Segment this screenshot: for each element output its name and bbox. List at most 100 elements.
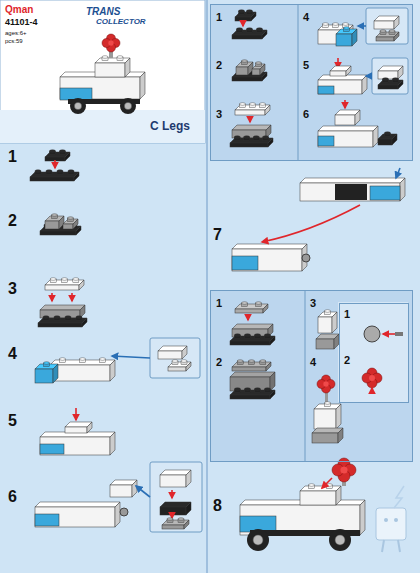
step-number: 7 <box>213 226 222 244</box>
stud-top <box>50 150 56 153</box>
stud-top <box>237 28 243 31</box>
brick <box>230 136 273 147</box>
step-number: 2 <box>8 212 17 230</box>
brick <box>35 502 120 527</box>
stud-top <box>393 78 399 81</box>
brick-side <box>336 486 341 505</box>
brick-side <box>270 372 275 391</box>
stud-top <box>265 388 271 391</box>
arrow <box>322 478 332 488</box>
brick-front <box>110 485 132 497</box>
brick <box>312 428 343 443</box>
brick-side <box>110 360 115 381</box>
brick <box>158 346 187 359</box>
stud-top <box>257 28 263 31</box>
brick-side <box>110 432 115 455</box>
brick <box>378 66 403 79</box>
brick-front <box>60 77 140 99</box>
stud-top <box>73 278 79 281</box>
inset-box <box>150 338 200 378</box>
petal-center <box>340 466 347 473</box>
brick <box>50 358 115 381</box>
stud-top <box>117 56 123 59</box>
substep-number: 4 <box>310 356 316 368</box>
stud-top <box>181 360 187 363</box>
brick-top <box>318 126 378 131</box>
stud-top <box>245 388 251 391</box>
substep-number: 2 <box>216 356 222 368</box>
brick <box>330 66 351 76</box>
brick-front <box>232 35 262 39</box>
brick-side <box>115 502 120 527</box>
stud-top <box>46 170 52 173</box>
arrow <box>344 100 346 108</box>
stud-top <box>323 23 329 26</box>
stud-top <box>43 316 49 319</box>
brick-side <box>132 480 137 497</box>
brick <box>376 30 399 41</box>
brick-side <box>398 80 403 89</box>
brick <box>252 62 265 75</box>
stud-top <box>309 484 315 487</box>
stud-top <box>383 78 389 81</box>
arrow <box>358 25 366 27</box>
stud-top <box>80 358 86 361</box>
brick-top <box>300 486 341 491</box>
blue-band <box>318 136 334 146</box>
brick <box>160 502 191 515</box>
stud-top <box>343 23 349 26</box>
brick-front <box>230 143 268 147</box>
brick-front <box>378 139 392 145</box>
brick-front <box>235 110 265 115</box>
blue-band <box>370 186 400 200</box>
substep-number: 3 <box>310 297 316 309</box>
brick-side <box>265 105 270 115</box>
petal-center <box>323 381 328 386</box>
arrow <box>136 486 150 497</box>
brick-top <box>235 304 268 309</box>
stud-top <box>325 310 331 313</box>
brick <box>45 150 70 161</box>
mascot-legs <box>382 540 400 552</box>
blue-band <box>232 256 258 270</box>
brick <box>30 170 79 181</box>
brick-side <box>186 470 191 487</box>
brick-front <box>232 249 302 271</box>
substep-number: 4 <box>303 11 309 23</box>
brick-side <box>360 500 365 535</box>
brick-side <box>53 364 58 383</box>
panel-divider <box>298 4 299 161</box>
stud-top <box>380 30 386 33</box>
stud-top <box>235 388 241 391</box>
stud-top <box>265 334 271 337</box>
stud-top <box>60 150 66 153</box>
brick-front <box>162 525 184 529</box>
brick-front <box>40 231 76 235</box>
brick <box>35 362 58 383</box>
mascot-body <box>376 508 406 540</box>
lightning <box>394 486 404 508</box>
brick-side <box>270 390 275 399</box>
brick-front <box>65 427 87 433</box>
stud-top <box>35 170 41 173</box>
brick <box>374 16 399 29</box>
brick-top <box>40 305 85 310</box>
stud-top <box>255 388 261 391</box>
hub <box>335 535 345 545</box>
brick-side <box>82 318 87 327</box>
peg <box>120 508 128 516</box>
inset-box <box>150 462 202 532</box>
arrow <box>383 333 395 335</box>
step-number: 4 <box>8 345 17 363</box>
brick <box>336 27 357 46</box>
brick-top <box>30 172 79 177</box>
brick-front <box>40 437 110 455</box>
substep-number: 1 <box>216 11 222 23</box>
column-divider <box>206 0 208 573</box>
piece-count: pcs:59 <box>5 38 23 45</box>
stud-top <box>263 136 269 139</box>
stud-top <box>244 136 250 139</box>
substep-number: 5 <box>303 59 309 71</box>
panel-ground <box>210 290 413 462</box>
step-number: 5 <box>8 412 17 430</box>
